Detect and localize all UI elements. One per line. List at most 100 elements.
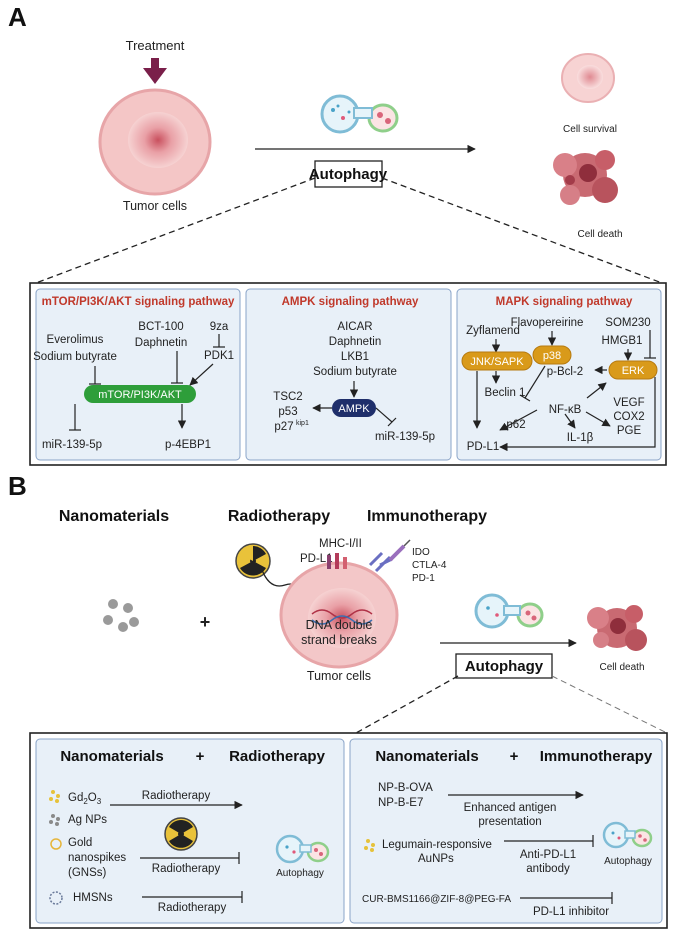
gold-nanospike-icon xyxy=(50,838,62,850)
enhanced-antigen-label-1: Enhanced antigen xyxy=(464,802,557,814)
enhanced-antigen-label-2: presentation xyxy=(478,816,541,828)
syringe-icon xyxy=(388,539,411,562)
surviving-cell-icon xyxy=(561,53,615,103)
autophagy-right-label: Autophagy xyxy=(604,856,652,867)
mapk-pdl1-label: PD-L1 xyxy=(467,441,500,453)
dna-label-2: strand breaks xyxy=(301,633,377,647)
immunotherapy-box xyxy=(349,738,663,924)
bct100-label: BCT-100 xyxy=(138,321,183,333)
immunotherapy-heading: Immunotherapy xyxy=(367,508,487,525)
ctla4-label: CTLA-4 xyxy=(412,560,447,571)
legumain-label-1: Legumain-responsive xyxy=(382,839,492,851)
erk-label: ERK xyxy=(622,365,645,377)
cell-death-b-label: Cell death xyxy=(599,662,644,673)
mapk-title: MAPK signaling pathway xyxy=(496,296,633,308)
jnk-pill xyxy=(461,351,533,371)
autophagy-b-label: Autophagy xyxy=(465,658,544,675)
aicar-label: AICAR xyxy=(337,321,372,333)
autophagosome-left-icon xyxy=(275,834,330,864)
ampk-mir-label: miR-139-5p xyxy=(375,431,435,443)
radio-label-2: Radiotherapy xyxy=(152,863,221,875)
left-title-plus: + xyxy=(196,748,205,765)
tumor-pdl1-label: PD-L1 xyxy=(300,553,333,565)
ido-label: IDO xyxy=(412,547,430,558)
radiotherapy-heading: Radiotherapy xyxy=(228,508,330,525)
anti-pdl1-label-1: Anti-PD-L1 xyxy=(520,849,576,861)
nanomaterials-heading: Nanomaterials xyxy=(59,508,169,525)
p38-label: p38 xyxy=(543,350,561,362)
lkb1-label: LKB1 xyxy=(341,351,369,363)
erk-pill xyxy=(608,360,658,380)
hmgb1-label: HMGB1 xyxy=(602,335,643,347)
projection-line-b-left xyxy=(355,675,459,734)
gd-particles-icon xyxy=(49,790,60,803)
plus-sign: + xyxy=(200,612,211,632)
radio-label-1: Radiotherapy xyxy=(142,790,211,802)
left-title-nano: Nanomaterials xyxy=(60,748,163,765)
p62-label: p62 xyxy=(506,419,525,431)
legumain-label-2: AuNPs xyxy=(418,853,454,865)
everolimus-label: Everolimus xyxy=(47,334,104,346)
gd2o3-label: Gd2O3 xyxy=(68,792,102,806)
cell-survival-label: Cell survival xyxy=(563,124,617,135)
dying-cell-icon xyxy=(553,150,618,205)
left-title-radio: Radiotherapy xyxy=(229,748,326,765)
ag-nps-label: Ag NPs xyxy=(68,814,107,826)
daphnetin-label: Daphnetin xyxy=(135,337,187,349)
radiation-small-icon xyxy=(164,817,198,851)
treatment-arrow-icon xyxy=(143,58,167,84)
autophagy-box xyxy=(314,160,383,188)
dna-label: DNA double xyxy=(306,618,373,632)
pdl1-inhibitor-label: PD-L1 inhibitor xyxy=(533,906,609,918)
autophagosome-right-icon xyxy=(602,821,653,849)
tumor-cells-label: Tumor cells xyxy=(123,199,187,213)
radiation-icon xyxy=(235,543,271,579)
mtor-box xyxy=(35,288,241,461)
mhc-label: MHC-I/II xyxy=(319,538,362,550)
beclin-label: Beclin 1 xyxy=(485,387,526,399)
ampk-sodium-butyrate-label: Sodium butyrate xyxy=(313,366,397,378)
autophagy-b-box xyxy=(455,653,553,679)
mtor-hub-pill xyxy=(84,385,196,403)
pge-label: PGE xyxy=(617,425,642,437)
panel-a-letter: A xyxy=(8,2,27,32)
autophagy-label: Autophagy xyxy=(309,166,388,183)
autophagy-left-label: Autophagy xyxy=(276,868,324,879)
np-b-ova-label: NP-B-OVA xyxy=(378,782,433,794)
gold-label-1: Gold xyxy=(68,837,92,849)
vegf-label: VEGF xyxy=(613,397,644,409)
sodium-butyrate-label: Sodium butyrate xyxy=(33,351,117,363)
mapk-box xyxy=(456,288,662,461)
p4ebp1-label: p-4EBP1 xyxy=(165,439,211,451)
tsc2-label: TSC2 xyxy=(273,391,302,403)
hmsn-label: HMSNs xyxy=(73,892,113,904)
projection-line-left xyxy=(35,177,316,284)
np-b-e7-label: NP-B-E7 xyxy=(378,797,423,809)
cell-death-label: Cell death xyxy=(577,229,622,240)
ampk-daphnetin-label: Daphnetin xyxy=(329,336,381,348)
jnk-label: JNK/SAPK xyxy=(470,356,524,368)
ampk-title: AMPK signaling pathway xyxy=(282,296,419,308)
nfkb-label: NF-κB xyxy=(549,404,582,416)
9za-label: 9za xyxy=(210,321,229,333)
pd1-label: PD-1 xyxy=(412,573,435,584)
p38-pill xyxy=(532,345,572,365)
hmsn-icon xyxy=(49,891,63,905)
som230-label: SOM230 xyxy=(605,317,650,329)
ampk-hub-pill xyxy=(332,399,376,417)
autophagosome-icon xyxy=(320,94,399,134)
anti-pdl1-label-2: antibody xyxy=(526,863,570,875)
il1b-label: IL-1β xyxy=(567,432,594,444)
panel-b-letter: B xyxy=(8,471,27,501)
ampk-connectors xyxy=(312,381,397,427)
legumain-particles-icon xyxy=(364,839,375,852)
p53-label: p53 xyxy=(278,406,297,418)
mtor-connectors xyxy=(69,334,225,431)
gold-label-3: (GNSs) xyxy=(68,867,107,879)
cur-label: CUR-BMS1166@ZIF-8@PEG-FA xyxy=(362,894,511,905)
ampk-box xyxy=(245,288,452,461)
treatment-label: Treatment xyxy=(126,38,185,53)
mtor-title: mTOR/PI3K/AKT signaling pathway xyxy=(42,296,235,308)
flavopereirine-label: Flavopereirine xyxy=(511,317,584,329)
